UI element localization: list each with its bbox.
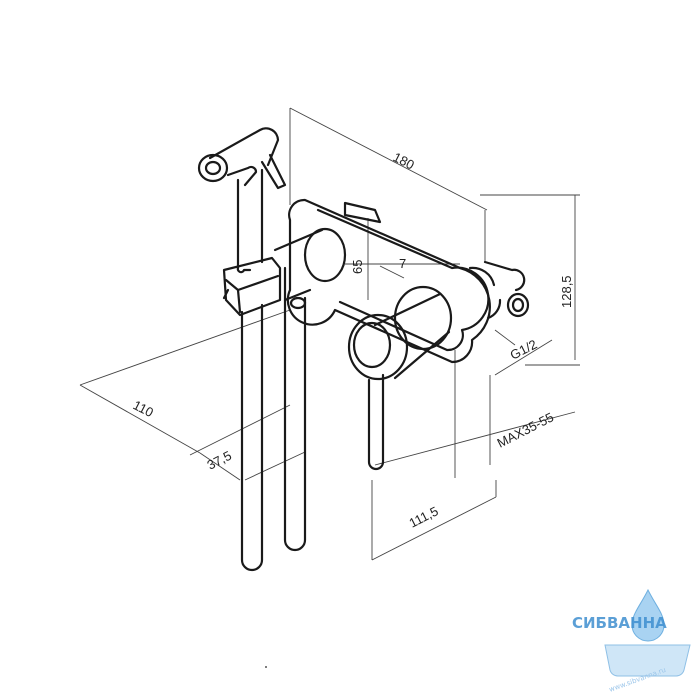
water-drop-icon: [631, 588, 665, 642]
dim-handle-depth: 111,5: [407, 503, 441, 530]
dim-thread-offset: 7: [399, 256, 406, 271]
dim-hose-offset: 37,5: [205, 448, 234, 473]
handheld-sprayer: [197, 127, 287, 274]
stray-dot: [265, 666, 267, 668]
brand-watermark: СИБВАННА www.sibvanna.ru: [572, 588, 691, 694]
lever-handle: [367, 373, 385, 471]
dim-wall-depth: MAX35-55: [495, 409, 557, 450]
bathtub-icon: [604, 644, 691, 677]
mixer-body: [347, 285, 453, 381]
dim-total-height: 128,5: [559, 275, 574, 308]
hose-outlet: [273, 227, 347, 552]
sprayer-hose: [240, 303, 264, 572]
dim-body-height: 65: [350, 260, 365, 274]
dim-projection: 110: [131, 397, 156, 420]
wall-plate: [286, 198, 491, 364]
elbow-connector: [468, 260, 530, 320]
dim-thread-size: G1/2: [508, 337, 540, 363]
sprayer-holder: [222, 256, 282, 317]
dim-overall-width: 180: [391, 149, 417, 172]
brand-name: СИБВАННА: [572, 614, 667, 632]
dimension-lines: [79, 107, 580, 561]
